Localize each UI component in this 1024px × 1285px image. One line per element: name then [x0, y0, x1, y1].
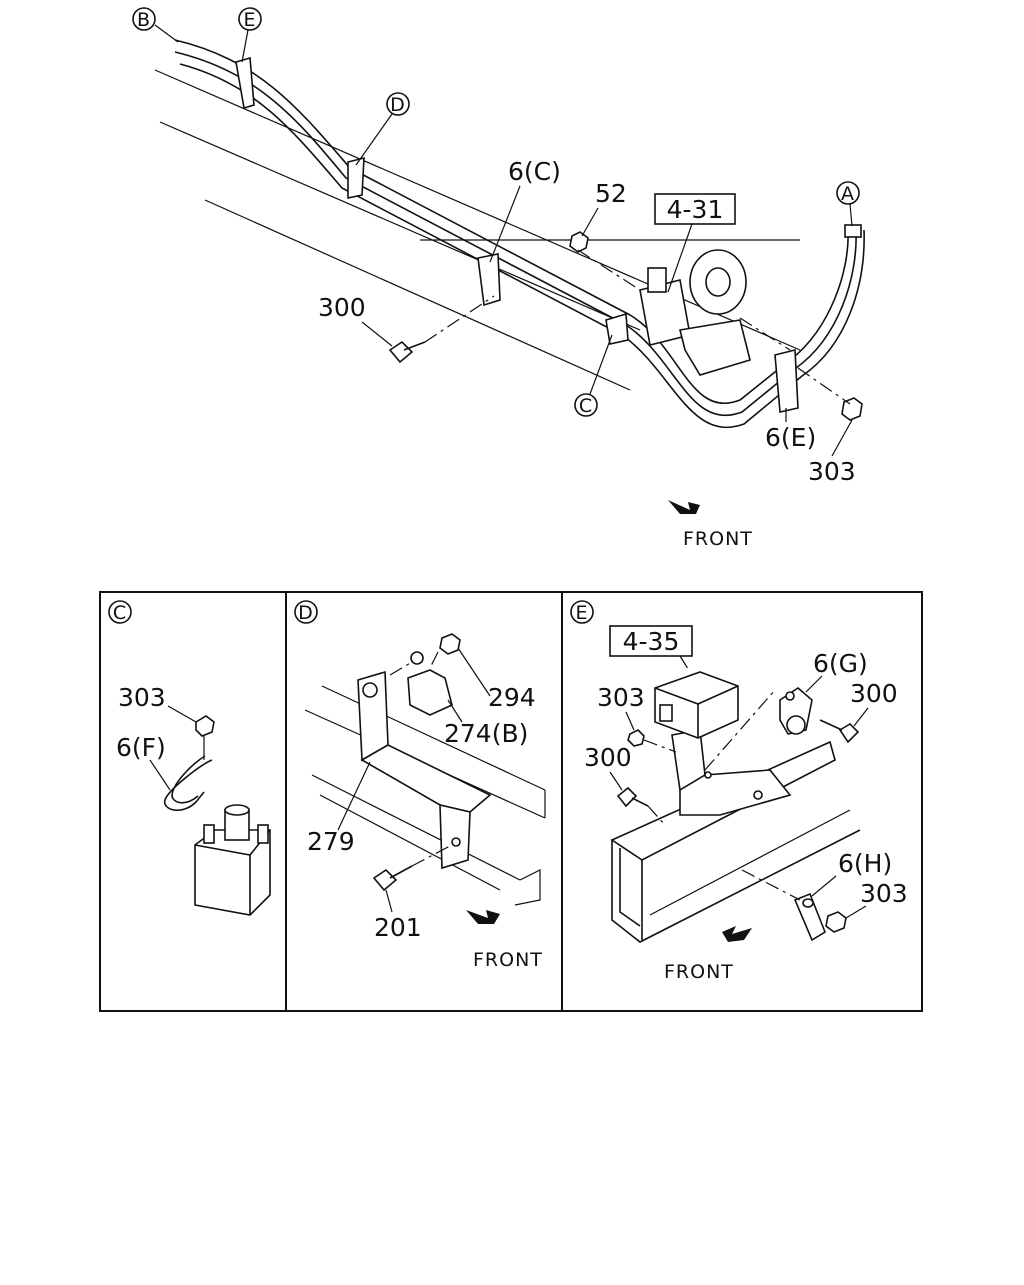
- label-4-31: 4-31: [667, 195, 724, 224]
- bracket-279: [357, 670, 492, 870]
- nut-303-axis: [797, 367, 851, 405]
- nut-303-left: [627, 729, 645, 747]
- callout-a: A: [841, 183, 855, 205]
- nut-303: [841, 397, 863, 421]
- label-303: 303: [808, 457, 856, 486]
- nut-52: [569, 231, 589, 253]
- front-label-top: FRONT: [683, 528, 753, 550]
- bolt-300-right: [819, 719, 860, 744]
- ref-box-4-31: [654, 193, 736, 225]
- valve-axis: [739, 317, 791, 351]
- front-arrow-icon: [466, 910, 500, 924]
- label-e-6h: 6(H): [838, 849, 892, 878]
- detail-c: C 303 6(F): [108, 600, 271, 916]
- detail-e-title: E: [575, 602, 588, 624]
- callout-d-circle: [386, 92, 410, 116]
- label-e-6g: 6(G): [813, 649, 868, 678]
- clip-6e: [774, 348, 799, 413]
- nut-303-right: [825, 911, 847, 933]
- detail-d: D 294 274(B) 279: [294, 600, 546, 971]
- ref-box-4-35: [609, 625, 693, 657]
- clip-6h: [793, 892, 826, 942]
- front-arrow-icon: [722, 926, 752, 942]
- front-label-e: FRONT: [664, 961, 734, 983]
- detail-e: E 4-35: [570, 600, 908, 983]
- front-arrow-icon: [668, 500, 700, 514]
- clip-c: [605, 312, 629, 345]
- label-d-294: 294: [488, 683, 536, 712]
- label-300: 300: [318, 293, 366, 322]
- top-view: B E D A C 6(C) 52 4-31 300 6(E) 303 FRON…: [132, 7, 865, 550]
- label-52: 52: [595, 179, 627, 208]
- label-d-274b: 274(B): [444, 719, 528, 748]
- clip-274b-bolt: [410, 651, 424, 665]
- frame-line: [159, 121, 641, 331]
- callout-e-circle: [238, 7, 262, 31]
- label-e-303-right: 303: [860, 879, 908, 908]
- label-e-4-35: 4-35: [623, 627, 680, 656]
- label-c-303: 303: [118, 683, 166, 712]
- label-e-300-left: 300: [584, 743, 632, 772]
- clip-e-top: [235, 56, 255, 110]
- valve-c: [194, 804, 271, 916]
- callout-e: E: [243, 9, 256, 31]
- component-4-35: [654, 671, 739, 739]
- clip-d: [347, 156, 365, 199]
- callout-b-circle: [132, 7, 156, 31]
- bolt-axis: [424, 295, 495, 343]
- bolt-300-left: [616, 786, 649, 808]
- label-e-303-left: 303: [597, 683, 645, 712]
- label-d-201: 201: [374, 913, 422, 942]
- bolt-300: [388, 340, 426, 364]
- clip-274b: [407, 669, 453, 716]
- clip-6f: [164, 759, 213, 811]
- label-6e: 6(E): [765, 423, 816, 452]
- bolt-201: [372, 865, 413, 892]
- nut-303-c: [195, 715, 215, 737]
- bracket-bolt: [362, 682, 378, 698]
- frame-line: [154, 69, 801, 351]
- label-c-6f: 6(F): [116, 733, 166, 762]
- pipe-bundle: [174, 39, 865, 429]
- clip-6c: [477, 253, 501, 307]
- valve-assembly: [639, 249, 751, 376]
- pipe-end-a: [844, 224, 862, 238]
- bracket-e: [671, 729, 792, 816]
- nut-294: [439, 633, 461, 655]
- nut-axis: [577, 249, 641, 291]
- detail-frame: [99, 591, 923, 1012]
- callout-c: C: [579, 395, 593, 417]
- detail-c-title: C: [113, 602, 127, 624]
- callout-d: D: [390, 94, 406, 116]
- front-label-d: FRONT: [473, 949, 543, 971]
- clip-6g: [779, 686, 813, 735]
- label-6c: 6(C): [508, 157, 561, 186]
- callout-b: B: [137, 9, 151, 31]
- label-e-300-right: 300: [850, 679, 898, 708]
- frame-line: [204, 199, 631, 391]
- detail-d-title: D: [298, 602, 314, 624]
- callout-a-circle: [836, 181, 860, 205]
- callout-c-circle: [574, 393, 598, 417]
- label-d-279: 279: [307, 827, 355, 856]
